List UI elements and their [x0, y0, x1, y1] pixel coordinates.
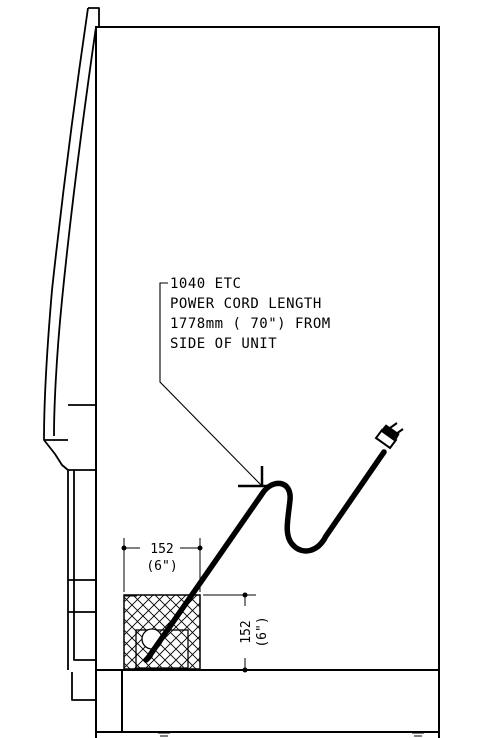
callout-text: 1040 ETC POWER CORD LENGTH 1778mm ( 70")… [170, 276, 331, 352]
callout-leader [159, 282, 270, 488]
base-kickplate [95, 669, 440, 738]
height-dimension-in: (6") [255, 616, 270, 647]
height-dimension [203, 592, 256, 673]
cord-exit-zone [123, 594, 201, 670]
power-cord [143, 449, 387, 663]
width-dimension-in: (6") [146, 559, 177, 574]
callout-line-4: SIDE OF UNIT [170, 336, 277, 352]
callout-line-1: 1040 ETC [170, 276, 241, 292]
width-dimension [121, 538, 203, 592]
door-profile [43, 7, 100, 701]
callout-line-2: POWER CORD LENGTH [170, 296, 322, 312]
width-dimension-mm: 152 [150, 542, 173, 557]
callout-line-3: 1778mm ( 70") FROM [170, 316, 331, 332]
height-dimension-mm: 152 [239, 620, 254, 643]
leveling-feet [158, 732, 424, 737]
cord-plug [374, 422, 404, 450]
